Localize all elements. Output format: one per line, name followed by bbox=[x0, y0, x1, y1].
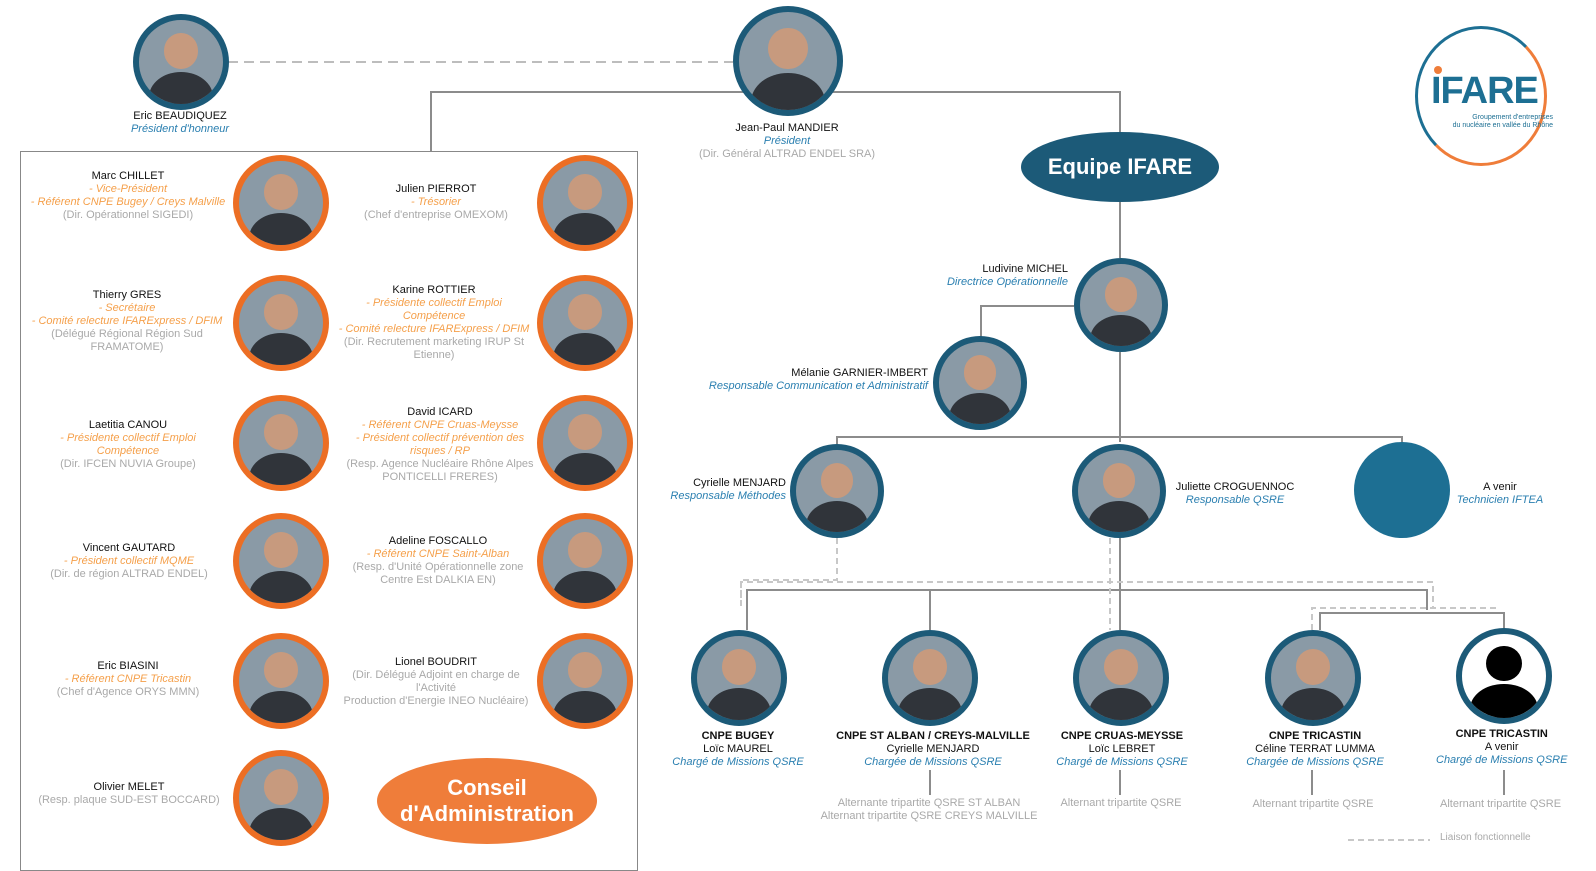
site-alternants: Alternante tripartite QSRE ST ALBAN Alte… bbox=[820, 797, 1038, 822]
team-member: A venir Technicien IFTEA bbox=[1456, 481, 1544, 506]
site-block: CNPE CRUAS-MEYSSE Loïc LEBRET Chargé de … bbox=[1056, 730, 1188, 768]
photo-david-icard bbox=[537, 395, 633, 491]
photo-ludivine-michel bbox=[1074, 258, 1168, 352]
photo-loic-maurel bbox=[691, 630, 787, 726]
board-member: Laetitia CANOU - Présidente collectif Em… bbox=[60, 419, 196, 470]
person-role: Président bbox=[763, 135, 811, 147]
photo-marc-chillet bbox=[233, 155, 329, 251]
person-name: Jean-Paul MANDIER bbox=[735, 122, 839, 134]
equipe-ifare-header: Equipe IFARE bbox=[1021, 132, 1219, 202]
photo-lionel-boudrit bbox=[537, 633, 633, 729]
team-member: Juliette CROGUENNOC Responsable QSRE bbox=[1175, 481, 1295, 506]
vacant-position-circle bbox=[1354, 442, 1450, 538]
photo-jean-paul-mandier bbox=[733, 6, 843, 116]
logo-tagline: Groupement d'entreprises du nucléaire en… bbox=[1452, 114, 1553, 129]
photo-eric-beaudiquez bbox=[133, 14, 229, 110]
person-role: Président d'honneur bbox=[130, 123, 230, 135]
photo-vincent-gautard bbox=[233, 513, 329, 609]
site-alternants: Alternant tripartite QSRE bbox=[1252, 798, 1374, 810]
board-member: Olivier MELET (Resp. plaque SUD-EST BOCC… bbox=[38, 781, 220, 806]
person-org: (Dir. Général ALTRAD ENDEL SRA) bbox=[698, 148, 876, 160]
photo-karine-rottier bbox=[537, 275, 633, 371]
photo-adeline-foscallo bbox=[537, 513, 633, 609]
site-block: CNPE ST ALBAN / CREYS-MALVILLE Cyrielle … bbox=[836, 730, 1030, 768]
site-block: CNPE TRICASTIN A venir Chargé de Mission… bbox=[1436, 728, 1568, 766]
board-panel bbox=[20, 151, 638, 871]
person-name: Eric BEAUDIQUEZ bbox=[133, 110, 227, 122]
board-member: Vincent GAUTARD - Président collectif MQ… bbox=[50, 542, 208, 580]
photo-melanie-garnier-imbert bbox=[933, 336, 1027, 430]
team-member: Mélanie GARNIER-IMBERT Responsable Commu… bbox=[708, 367, 928, 392]
photo-eric-biasini bbox=[233, 633, 329, 729]
site-alternants: Alternant tripartite QSRE bbox=[1440, 798, 1562, 810]
photo-julien-pierrot bbox=[537, 155, 633, 251]
photo-olivier-melet bbox=[233, 750, 329, 846]
placeholder-person-icon bbox=[1456, 628, 1552, 724]
legend-functional-link: Liaison fonctionnelle bbox=[1440, 832, 1531, 843]
site-block: CNPE TRICASTIN Céline TERRAT LUMMA Charg… bbox=[1246, 730, 1384, 768]
photo-laetitia-canou bbox=[233, 395, 329, 491]
photo-thierry-gres bbox=[233, 275, 329, 371]
board-member: Lionel BOUDRIT (Dir. Délégué Adjoint en … bbox=[343, 656, 529, 707]
site-block: CNPE BUGEY Loïc MAUREL Chargé de Mission… bbox=[672, 730, 804, 768]
ifare-logo: IFARE Groupement d'entreprises du nucléa… bbox=[1415, 26, 1555, 174]
board-member: Julien PIERROT - Trésorier (Chef d'entre… bbox=[364, 183, 508, 221]
board-member: Marc CHILLET - Vice-Président - Référent… bbox=[30, 170, 226, 221]
photo-cyrielle-menjard bbox=[790, 444, 884, 538]
logo-word: IFARE bbox=[1431, 70, 1539, 112]
photo-juliette-croguennoc bbox=[1072, 444, 1166, 538]
board-member: Adeline FOSCALLO - Référent CNPE Saint-A… bbox=[352, 535, 524, 586]
team-member: Ludivine MICHEL Directrice Opérationnell… bbox=[946, 263, 1068, 288]
board-member: Thierry GRES - Secrétaire - Comité relec… bbox=[31, 289, 223, 353]
photo-celine-terrat-lumma bbox=[1265, 630, 1361, 726]
photo-loic-lebret bbox=[1073, 630, 1169, 726]
president-block: Jean-Paul MANDIER Président (Dir. Généra… bbox=[699, 122, 875, 161]
board-member: Eric BIASINI - Référent CNPE Tricastin (… bbox=[56, 660, 200, 698]
site-alternants: Alternant tripartite QSRE bbox=[1060, 797, 1182, 809]
honorary-block: Eric BEAUDIQUEZ Président d'honneur bbox=[131, 110, 229, 136]
board-member: Karine ROTTIER - Présidente collectif Em… bbox=[338, 284, 530, 361]
board-member: David ICARD - Référent CNPE Cruas-Meysse… bbox=[346, 406, 534, 483]
photo-cyrielle-menjard-site bbox=[882, 630, 978, 726]
team-member: Cyrielle MENJARD Responsable Méthodes bbox=[670, 477, 786, 502]
